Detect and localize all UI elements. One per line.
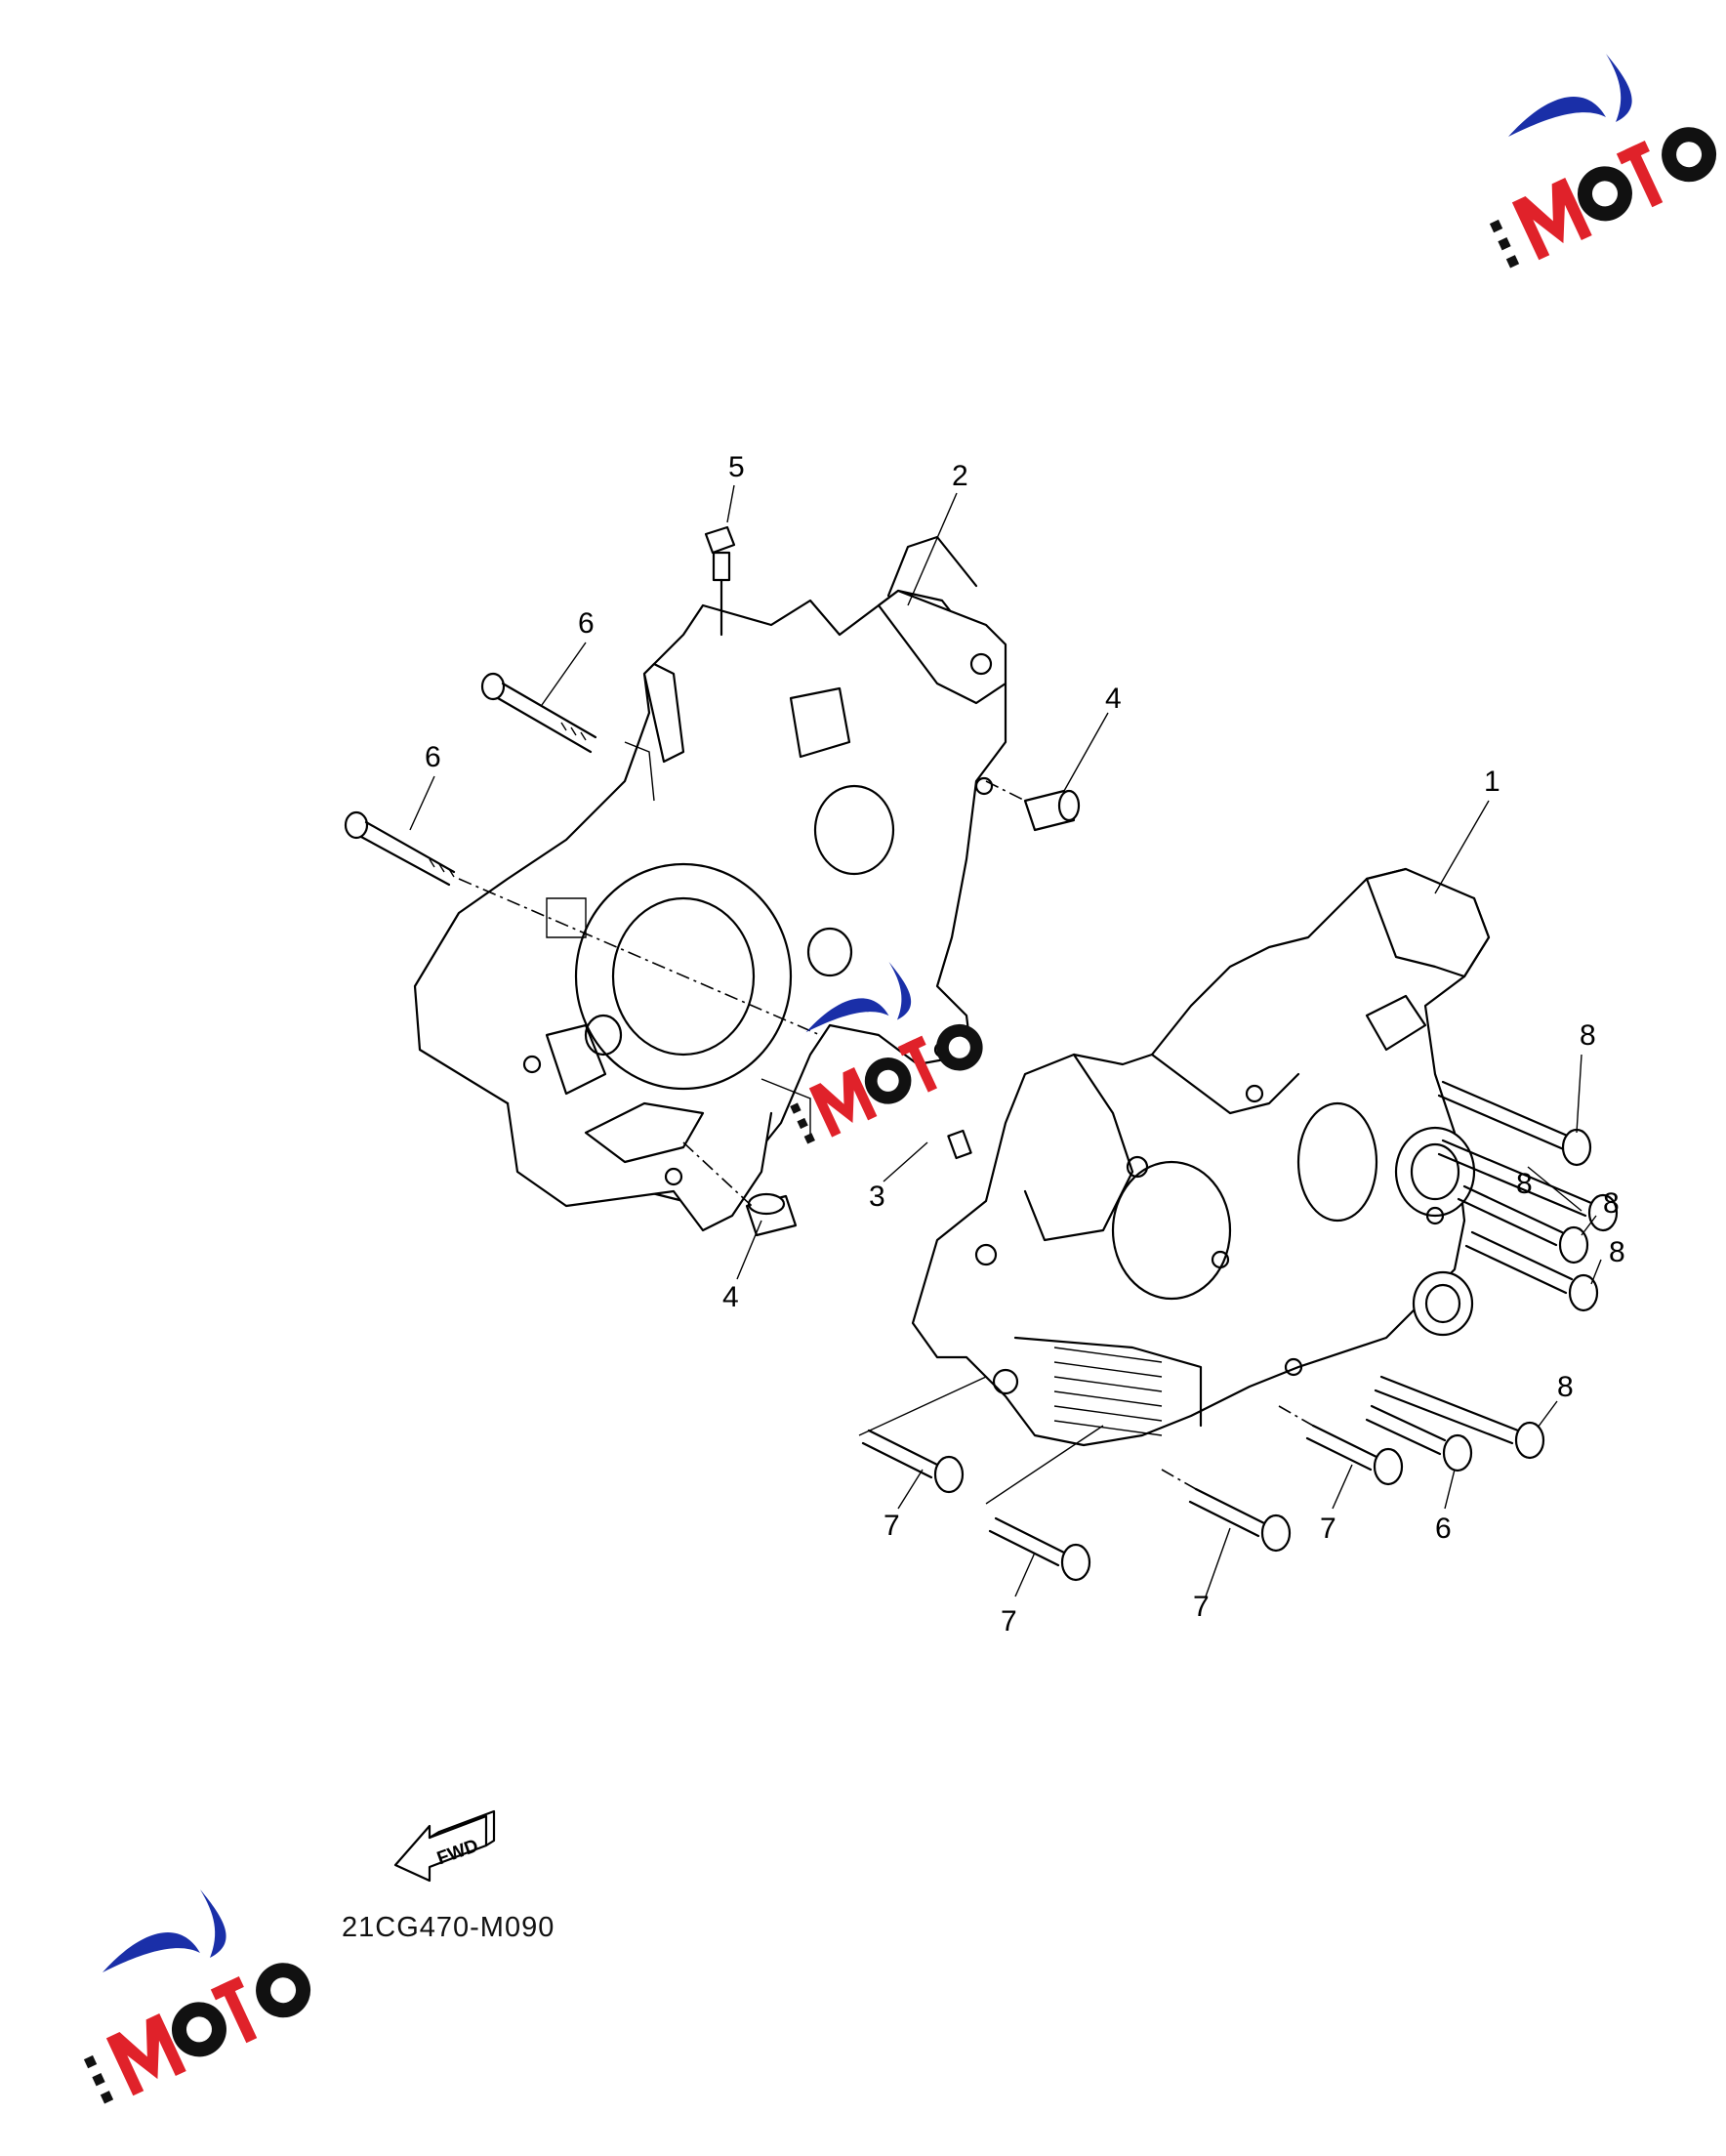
- callout-7: 7: [1001, 1605, 1017, 1638]
- callout-6: 6: [578, 607, 595, 640]
- callout-8: 8: [1603, 1187, 1620, 1220]
- callout-3: 3: [869, 1181, 885, 1213]
- callout-2: 2: [952, 460, 968, 492]
- diagram-code-label: 21CG470-M090: [342, 1912, 555, 1943]
- part-5-bolt: [704, 525, 736, 637]
- part-4-upper-dowel: [985, 780, 1081, 832]
- watermark-logo-bottom-left: [83, 1889, 311, 2104]
- callout-6: 6: [1435, 1513, 1452, 1545]
- part-6-lower-bolt: [344, 810, 821, 1036]
- part-6-upper-bolt: [480, 672, 597, 754]
- watermark-logo-top-right: [1489, 54, 1717, 269]
- part-7-bolts: [858, 1376, 1404, 1582]
- part-3-dowel: [947, 1129, 972, 1160]
- forward-arrow-icon: FWD: [393, 1809, 496, 1883]
- part-8-bolts: [1374, 1080, 1619, 1460]
- callout-6: 6: [425, 741, 441, 773]
- callout-7: 7: [1320, 1513, 1336, 1545]
- callout-4: 4: [1105, 683, 1122, 715]
- leader-lines: [409, 484, 1602, 1597]
- part-6-lower-right-bolt: [1365, 1404, 1473, 1472]
- callout-numbers: 5 2 6 6 4 1 8 8 8 8 8 3 4 7 7 7 7 6: [425, 451, 1625, 1638]
- callout-5: 5: [728, 451, 745, 483]
- callout-7: 7: [1193, 1591, 1210, 1623]
- watermark-logo-center: [790, 962, 983, 1144]
- callout-8: 8: [1516, 1168, 1533, 1200]
- callout-8: 8: [1580, 1019, 1596, 1052]
- callout-8: 8: [1557, 1371, 1574, 1403]
- callout-4: 4: [722, 1281, 739, 1313]
- callout-1: 1: [1484, 766, 1500, 798]
- callout-7: 7: [884, 1510, 900, 1542]
- right-crankcase-half: [911, 867, 1491, 1447]
- callout-8: 8: [1609, 1236, 1625, 1268]
- left-crankcase-half: [413, 535, 1007, 1232]
